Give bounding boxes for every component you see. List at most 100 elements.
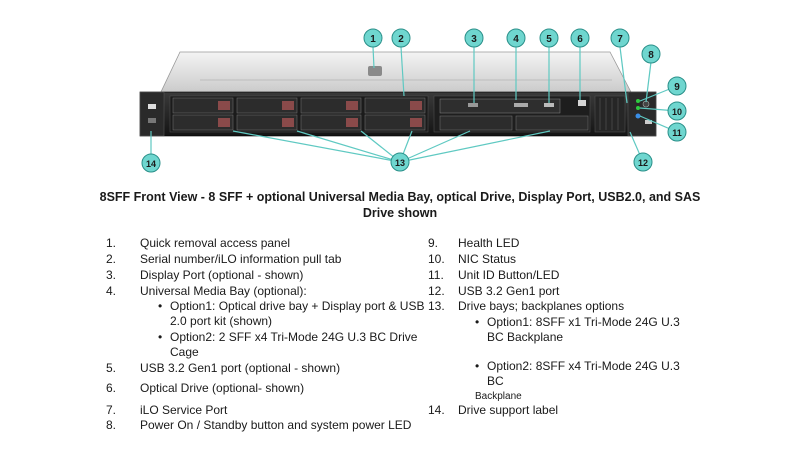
callout-7: 7 bbox=[610, 28, 630, 48]
right-rack-ear bbox=[627, 91, 657, 137]
svg-text:10: 10 bbox=[672, 107, 682, 117]
sub-line: BC Backplane bbox=[487, 330, 564, 344]
svg-text:11: 11 bbox=[672, 128, 682, 138]
callout-10: 10 bbox=[667, 101, 687, 121]
display-port[interactable] bbox=[468, 103, 478, 107]
drive-bay[interactable] bbox=[300, 97, 362, 114]
legend-text: Universal Media Bay (optional): bbox=[140, 284, 307, 298]
svg-text:14: 14 bbox=[146, 159, 156, 169]
drive-bay[interactable] bbox=[364, 114, 426, 131]
callout-11: 11 bbox=[667, 122, 687, 142]
figure-caption: 8SFF Front View - 8 SFF + optional Unive… bbox=[80, 189, 720, 221]
callout-8: 8 bbox=[641, 44, 661, 64]
legend-number: 8. bbox=[106, 418, 117, 432]
usb-port-media-bay[interactable] bbox=[544, 103, 554, 107]
svg-text:8: 8 bbox=[648, 50, 654, 61]
legend-number: 3. bbox=[106, 268, 117, 282]
legend-text: NIC Status bbox=[458, 252, 517, 266]
legend-text: Health LED bbox=[458, 236, 520, 250]
sub-line: Option1: Optical drive bay + Display por… bbox=[170, 299, 425, 313]
nic-status-led bbox=[636, 106, 640, 110]
drive-bay[interactable] bbox=[236, 114, 298, 131]
svg-text:1: 1 bbox=[370, 34, 376, 45]
svg-text:13: 13 bbox=[395, 158, 405, 168]
legend-text: Display Port (optional - shown) bbox=[140, 268, 304, 282]
legend-text: Drive support label bbox=[458, 403, 559, 417]
legend-number: 4. bbox=[106, 284, 117, 298]
legend-text: USB 3.2 Gen1 port (optional - shown) bbox=[140, 361, 341, 375]
callout-4: 4 bbox=[506, 28, 526, 48]
svg-text:4: 4 bbox=[513, 34, 519, 45]
svg-text:7: 7 bbox=[617, 34, 623, 45]
callout-2: 2 bbox=[391, 28, 411, 48]
legend-number: 6. bbox=[106, 381, 117, 395]
legend-number: 12. bbox=[428, 284, 445, 298]
legend-text: iLO Service Port bbox=[140, 403, 228, 417]
callout-6: 6 bbox=[570, 28, 590, 48]
sub-line: Cage bbox=[170, 345, 199, 359]
legend-sub-option-1: • Option1: Optical drive bay + Display p… bbox=[158, 299, 425, 329]
drive-bay[interactable] bbox=[300, 114, 362, 131]
legend-number: 7. bbox=[106, 403, 117, 417]
caption-line-1: 8SFF Front View - 8 SFF + optional Unive… bbox=[99, 190, 701, 204]
bullet-icon: • bbox=[158, 330, 163, 344]
callout-12: 12 bbox=[633, 152, 653, 172]
legend-number: 5. bbox=[106, 361, 117, 375]
drive-bay[interactable] bbox=[236, 97, 298, 114]
legend-number: 2. bbox=[106, 252, 117, 266]
drive-bay[interactable] bbox=[439, 115, 513, 131]
bullet-icon: • bbox=[475, 359, 480, 373]
bullet-icon: • bbox=[475, 315, 480, 329]
legend-number: 10. bbox=[428, 252, 445, 266]
ilo-service-port[interactable] bbox=[578, 100, 586, 106]
legend-sub-option-2: • Option2: 2 SFF x4 Tri-Mode 24G U.3 BC … bbox=[158, 330, 418, 360]
drive-bay[interactable] bbox=[172, 114, 234, 131]
legend-number: 13. bbox=[428, 299, 445, 313]
legend-sub-extra: Backplane bbox=[475, 391, 522, 402]
unit-id-button[interactable] bbox=[635, 113, 641, 119]
legend-number: 1. bbox=[106, 236, 117, 250]
svg-text:12: 12 bbox=[638, 158, 648, 168]
legend-number: 11. bbox=[428, 268, 444, 282]
server-front-view-diagram: 1 2 3 4 5 6 7 8 9 10 11 12 bbox=[139, 28, 687, 173]
usb-port-right[interactable] bbox=[645, 120, 652, 124]
callout-1: 1 bbox=[363, 28, 383, 48]
callout-3: 3 bbox=[464, 28, 484, 48]
optical-drive[interactable] bbox=[439, 98, 561, 114]
drive-bay[interactable] bbox=[364, 97, 426, 114]
callout-14: 14 bbox=[141, 153, 161, 173]
legend-left-column: 1. Quick removal access panel 2. Serial … bbox=[106, 236, 426, 436]
sub-line: Option2: 8SFF x4 Tri-Mode 24G U.3 bbox=[487, 359, 680, 373]
universal-media-bay bbox=[433, 95, 591, 133]
svg-text:5: 5 bbox=[546, 34, 552, 45]
chassis-top-panel bbox=[159, 51, 633, 95]
drive-bay[interactable] bbox=[172, 97, 234, 114]
callout-9: 9 bbox=[667, 76, 687, 96]
left-rack-ear bbox=[139, 91, 165, 137]
legend-text: Power On / Standby button and system pow… bbox=[140, 418, 412, 432]
svg-text:2: 2 bbox=[398, 34, 404, 45]
sub-line: 2.0 port kit (shown) bbox=[170, 314, 273, 328]
legend-text: Unit ID Button/LED bbox=[458, 268, 560, 282]
svg-text:3: 3 bbox=[471, 34, 477, 45]
serial-pull-tab[interactable] bbox=[368, 66, 382, 76]
callout-13: 13 bbox=[390, 152, 410, 172]
bullet-icon: • bbox=[158, 299, 163, 313]
legend-text: Drive bays; backplanes options bbox=[458, 299, 625, 313]
legend-number: 14. bbox=[428, 403, 445, 417]
legend-sub-option-1: • Option1: 8SFF x1 Tri-Mode 24G U.3 BC B… bbox=[475, 315, 680, 345]
callout-5: 5 bbox=[539, 28, 559, 48]
svg-text:9: 9 bbox=[674, 82, 680, 93]
sub-line: Option2: 2 SFF x4 Tri-Mode 24G U.3 BC Dr… bbox=[170, 330, 418, 344]
health-led bbox=[636, 99, 640, 103]
drive-bays bbox=[169, 95, 429, 133]
drive-bay[interactable] bbox=[515, 115, 589, 131]
sub-line: Option1: 8SFF x1 Tri-Mode 24G U.3 bbox=[487, 315, 680, 329]
sub-line: BC bbox=[487, 374, 504, 388]
legend-text: Quick removal access panel bbox=[140, 236, 291, 250]
legend-sub-option-2: • Option2: 8SFF x4 Tri-Mode 24G U.3 BC bbox=[475, 359, 680, 389]
legend-text: Serial number/iLO information pull tab bbox=[140, 252, 342, 266]
legend-right-column: 9. Health LED 10. NIC Status 11. Unit ID… bbox=[428, 236, 698, 426]
legend-number: 9. bbox=[428, 236, 439, 250]
caption-line-2: Drive shown bbox=[362, 206, 438, 220]
